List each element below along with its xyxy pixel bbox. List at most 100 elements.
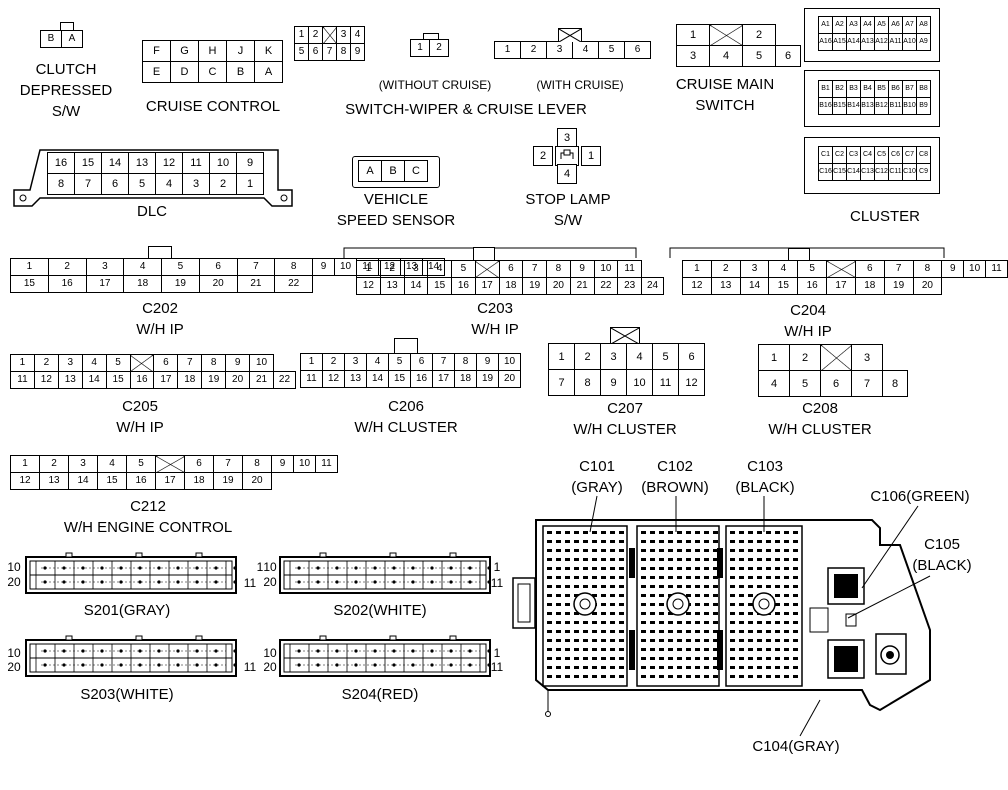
cluster-a-pin-A16: A16 <box>818 33 833 51</box>
c204-pin-3: 3 <box>739 260 770 278</box>
c205-pin-14: 14 <box>81 371 107 389</box>
c202-pin-15: 15 <box>10 275 49 293</box>
c203-pin-1: 1 <box>356 260 381 278</box>
c202-pin-21: 21 <box>236 275 276 293</box>
c203-pin-14: 14 <box>403 277 429 295</box>
s204-pin-20: 20 <box>263 660 277 674</box>
clutch-latch <box>60 22 74 31</box>
c206-latch <box>394 338 418 354</box>
fuse-panel-2 <box>636 525 720 687</box>
c212-pin-3: 3 <box>68 455 98 473</box>
cluster-a-pin-A12: A12 <box>874 33 889 51</box>
c206-pin-14: 14 <box>366 370 389 388</box>
dlc-pin-16: 16 <box>47 152 75 174</box>
c205-pin-16: 16 <box>129 371 155 389</box>
cluster-c-pin-C8: C8 <box>916 146 931 164</box>
c206-pin-6: 6 <box>410 353 433 371</box>
c204-pin-9: 9 <box>941 260 965 278</box>
c206-pin-18: 18 <box>454 370 477 388</box>
c203-pin-21: 21 <box>569 277 595 295</box>
c207-pin-11: 11 <box>652 369 679 396</box>
dlc-pin-12: 12 <box>155 152 183 174</box>
c207-pin-9: 9 <box>600 369 627 396</box>
c205-pin-15: 15 <box>105 371 131 389</box>
cluster-a-pin-A5: A5 <box>874 16 889 34</box>
c203-pin-11: 11 <box>617 260 642 278</box>
label-c102: C102(BROWN) <box>641 458 709 496</box>
c212-pin-9: 9 <box>271 455 294 473</box>
s204-pin-10: 10 <box>263 646 277 660</box>
cluster-a-pin-A1: A1 <box>818 16 833 34</box>
cluster-b-pin-B15: B15 <box>832 97 847 115</box>
c212-pin-13: 13 <box>39 472 69 490</box>
stop-lamp-pin-2: 2 <box>533 146 553 166</box>
c203-pin-6: 6 <box>498 260 524 278</box>
c206-pin-13: 13 <box>344 370 367 388</box>
wiper-main-pin-blank <box>322 26 337 44</box>
c208-pin-7: 7 <box>851 370 883 397</box>
c212-pin-5: 5 <box>126 455 156 473</box>
s204-pin-1: 1 <box>493 646 501 660</box>
cruise-control-pin-H: H <box>198 40 227 62</box>
c212-pin-18: 18 <box>184 472 214 490</box>
c207-pin-6: 6 <box>678 343 705 370</box>
c207-latch <box>610 327 640 344</box>
c208-pin-1: 1 <box>758 344 790 371</box>
splice-pack-3 <box>25 635 237 677</box>
stop-lamp-center <box>555 146 579 166</box>
c207-pin-5: 5 <box>652 343 679 370</box>
c203-pin-23: 23 <box>617 277 642 295</box>
c202-pin-2: 2 <box>47 258 87 276</box>
cruise-main-pin-2: 2 <box>742 24 776 46</box>
c212-pin-11: 11 <box>315 455 338 473</box>
cluster-c-pin-C1: C1 <box>818 146 833 164</box>
label-c104: C104(GRAY) <box>752 738 840 755</box>
c204-pin-19: 19 <box>883 277 914 295</box>
clutch-pin-A: A <box>61 30 83 48</box>
c204-pin-8: 8 <box>912 260 943 278</box>
c208-pin-6: 6 <box>820 370 852 397</box>
c206-pin-7: 7 <box>432 353 455 371</box>
c205-pin-18: 18 <box>177 371 203 389</box>
with-cruise-pin-6: 6 <box>624 41 651 59</box>
stop-lamp-pin-1: 1 <box>581 146 601 166</box>
s203-pin-11: 11 <box>243 660 257 674</box>
label-dlc: DLC <box>136 203 168 220</box>
cruise-main-pin-3: 3 <box>676 45 710 67</box>
cluster-a-pin-A3: A3 <box>846 16 861 34</box>
c208-pin-3: 3 <box>851 344 883 371</box>
splice-pack-2 <box>279 552 491 594</box>
with-cruise-pin-5: 5 <box>598 41 625 59</box>
cluster-b-pin-B3: B3 <box>846 80 861 98</box>
label-c101: C101(GRAY) <box>571 458 623 496</box>
c207-pin-10: 10 <box>626 369 653 396</box>
c202-pin-10: 10 <box>334 258 357 276</box>
c203-pin-5: 5 <box>451 260 476 278</box>
c205-pin-19: 19 <box>201 371 227 389</box>
c205-pin-4: 4 <box>81 354 107 372</box>
c206-pin-19: 19 <box>476 370 499 388</box>
wiper-main-pin-8: 8 <box>336 43 351 61</box>
c205-pin-5: 5 <box>105 354 131 372</box>
s202-pin-1: 1 <box>493 560 501 574</box>
c204-pin-15: 15 <box>768 277 799 295</box>
with-cruise-latch <box>558 28 582 42</box>
s202-pin-10: 10 <box>263 560 277 574</box>
cluster-b-pin-B10: B10 <box>902 97 917 115</box>
c205-pin-blank <box>129 354 155 372</box>
c203-pin-3: 3 <box>403 260 429 278</box>
dlc-pin-6: 6 <box>101 173 129 195</box>
c202-pin-3: 3 <box>85 258 125 276</box>
c202-pin-1: 1 <box>10 258 49 276</box>
cluster-c-pin-C15: C15 <box>832 163 847 181</box>
cluster-c-pin-C13: C13 <box>860 163 875 181</box>
c207-pin-8: 8 <box>574 369 601 396</box>
cluster-b-pin-B2: B2 <box>832 80 847 98</box>
